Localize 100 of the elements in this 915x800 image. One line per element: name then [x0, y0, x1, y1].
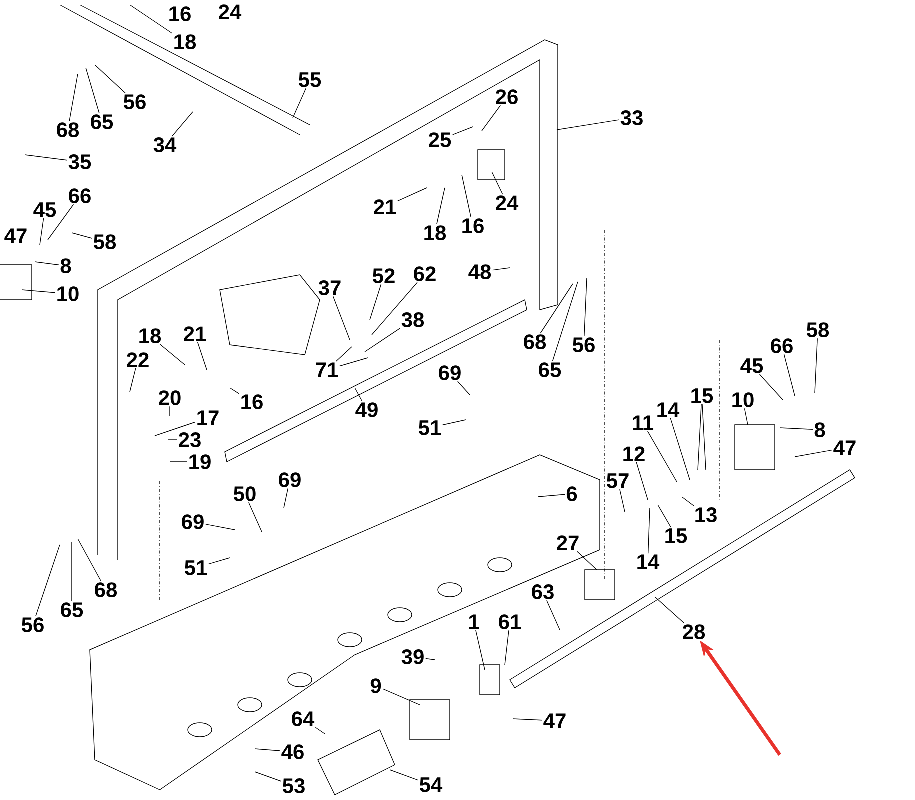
leader-line — [658, 504, 672, 528]
leader-line — [492, 172, 504, 195]
leader-line — [476, 630, 486, 670]
callout-number: 16 — [242, 394, 263, 410]
leader-line — [208, 558, 230, 565]
callout-number: 33 — [620, 110, 643, 126]
callout-number: 24 — [496, 196, 519, 210]
callout-number: 69 — [439, 366, 461, 380]
leader-line — [636, 462, 648, 500]
leader-line — [230, 388, 240, 394]
leader-line — [436, 188, 446, 225]
callout-number: 24 — [219, 4, 242, 20]
callout-number: 26 — [496, 90, 518, 104]
callout-number: 69 — [182, 514, 204, 530]
callout-number: 21 — [184, 326, 206, 342]
callout-number: 66 — [771, 338, 793, 354]
leader-line — [248, 502, 262, 532]
leader-line — [69, 74, 78, 122]
leader-line — [382, 688, 420, 706]
leader-line — [34, 262, 60, 266]
leader-line — [556, 120, 620, 130]
callout-number: 45 — [740, 358, 764, 374]
leader-line — [512, 718, 542, 721]
callout-number: 51 — [418, 420, 442, 436]
callout-number: 23 — [179, 432, 201, 448]
leader-line — [292, 88, 307, 118]
callout-number: 21 — [374, 200, 396, 214]
leader-line — [682, 496, 695, 507]
callout-number: 17 — [198, 410, 219, 426]
callout-number: 11 — [633, 416, 654, 430]
callout-number: 16 — [462, 218, 484, 234]
leader-line — [426, 658, 436, 660]
callout-number: 68 — [95, 582, 118, 598]
leader-line — [198, 342, 208, 370]
leader-line — [130, 368, 136, 392]
leader-line — [576, 551, 598, 570]
leader-line — [372, 282, 418, 336]
callout-number: 65 — [61, 602, 84, 618]
callout-number: 13 — [696, 508, 717, 522]
leader-line — [72, 232, 92, 239]
leader-line — [364, 328, 400, 352]
leader-line — [154, 422, 196, 436]
leader-line — [254, 748, 280, 752]
callout-number: 27 — [557, 536, 579, 550]
callout-number: 49 — [356, 402, 378, 418]
callout-number: 6 — [566, 486, 578, 502]
leader-line — [78, 538, 102, 582]
leader-line — [354, 388, 363, 402]
callout-number: 25 — [429, 132, 452, 148]
callout-number: 14 — [658, 402, 680, 418]
callout-number: 66 — [69, 188, 91, 204]
leader-line — [648, 431, 678, 482]
leader-line — [370, 284, 382, 320]
callout-number: 56 — [124, 94, 146, 110]
leader-line — [442, 420, 466, 426]
callout-number: 8 — [814, 422, 826, 438]
leader-line — [390, 770, 418, 781]
callout-number: 48 — [468, 264, 492, 280]
callout-number: 46 — [282, 744, 304, 760]
callout-number: 65 — [91, 114, 114, 130]
leader-line — [546, 600, 560, 630]
leader-line — [130, 4, 173, 34]
callout-number: 56 — [22, 618, 44, 632]
callout-number: 45 — [34, 202, 56, 218]
callout-number: 55 — [298, 72, 322, 88]
leader-line — [784, 354, 796, 396]
leader-line — [332, 296, 350, 340]
callout-number: 68 — [57, 122, 80, 138]
callout-number: 38 — [402, 312, 424, 328]
callout-number: 58 — [806, 322, 830, 338]
leader-line — [458, 381, 470, 396]
leader-line — [538, 494, 566, 498]
callout-number: 54 — [420, 778, 443, 792]
leader-line — [492, 268, 510, 271]
leader-line — [482, 105, 502, 132]
callout-number: 12 — [624, 446, 645, 462]
callout-number: 1 — [469, 614, 480, 630]
callout-number: 68 — [524, 334, 546, 350]
leader-line — [780, 428, 814, 430]
callout-number: 34 — [154, 138, 177, 152]
leader-line — [172, 112, 194, 137]
callout-number: 10 — [732, 392, 754, 408]
callout-number: 15 — [692, 388, 714, 404]
leader-line — [794, 450, 832, 458]
leader-line — [744, 408, 748, 426]
leader-line — [698, 404, 702, 470]
leader-line — [540, 284, 574, 334]
callout-number: 56 — [572, 338, 595, 352]
leader-line — [552, 282, 578, 362]
leader-line — [36, 544, 60, 617]
leader-line — [315, 727, 326, 734]
callout-number: 65 — [539, 362, 562, 378]
callout-number: 69 — [279, 472, 301, 488]
leader-line — [504, 630, 510, 666]
leader-line — [654, 596, 685, 624]
callout-number: 16 — [170, 6, 191, 22]
callout-number: 35 — [68, 154, 92, 170]
leader-line — [24, 154, 68, 161]
leader-line — [336, 346, 352, 362]
leader-line — [284, 488, 288, 508]
